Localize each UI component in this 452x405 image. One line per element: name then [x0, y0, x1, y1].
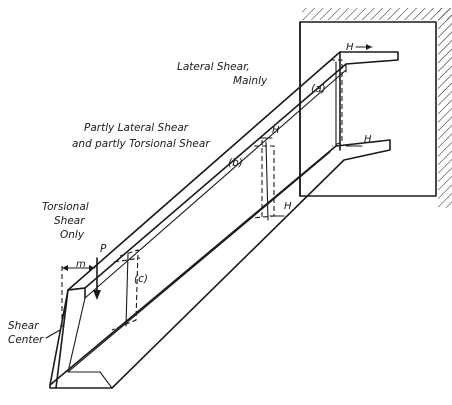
- shear-center-label-1: Shear: [8, 320, 39, 332]
- h-top-arrowhead: [366, 44, 372, 50]
- lateral-shear-label-1: Lateral Shear,: [177, 61, 250, 73]
- dim-m-arrow-right: [89, 265, 95, 271]
- bottom-flange: [49, 139, 391, 389]
- bottom-flange-inner: [67, 151, 331, 373]
- h-top-label: H: [346, 42, 354, 53]
- wall-hatching-side: [438, 8, 452, 208]
- section-c-top: [113, 257, 141, 263]
- shear-forces: H H H H: [259, 42, 373, 217]
- dim-m-arrow-left: [62, 265, 68, 271]
- shear-center-label-2: Center: [8, 334, 44, 346]
- section-b-deformed: [251, 145, 275, 219]
- load-arrowhead: [93, 290, 101, 300]
- load-p: P m: [61, 243, 107, 330]
- load-p-label: P: [100, 243, 107, 255]
- dim-m-label: m: [76, 259, 86, 270]
- annotations: Lateral Shear, Mainly Partly Lateral She…: [8, 61, 268, 346]
- free-end-web: [55, 289, 69, 389]
- bottom-flange-tip-side: [99, 371, 113, 389]
- free-end-top: [67, 287, 86, 299]
- section-a-deformed: [330, 59, 343, 147]
- h-mid-label: H: [272, 125, 280, 136]
- torsional-label-3: Only: [60, 229, 85, 241]
- partly-shear-label-2: and partly Torsional Shear: [72, 138, 210, 150]
- section-b-web: [265, 141, 269, 221]
- section-a-label: (a): [311, 83, 326, 95]
- wall-support: [299, 8, 452, 208]
- h-lower-label: H: [284, 201, 292, 212]
- top-flange: [67, 51, 399, 291]
- section-c-web: [125, 253, 129, 327]
- partly-shear-label-1: Partly Lateral Shear: [84, 122, 189, 134]
- section-c-deformed: [111, 249, 139, 331]
- section-c: (c): [111, 249, 148, 331]
- section-a: (a): [311, 59, 343, 147]
- free-end-inner: [67, 297, 86, 373]
- lateral-shear-label-2: Mainly: [233, 75, 268, 87]
- wall-hatching: [302, 8, 452, 20]
- web-edge-tip: [49, 289, 69, 386]
- shear-center-leader: [45, 329, 61, 339]
- torsional-label-1: Torsional: [42, 201, 89, 213]
- section-c-label: (c): [134, 273, 148, 285]
- channel-beam: [49, 51, 399, 389]
- web-upper-line: [84, 69, 347, 299]
- section-b: (b): [228, 140, 275, 221]
- torsional-label-2: Shear: [54, 215, 85, 227]
- section-b-label: (b): [228, 157, 243, 169]
- h-right-label: H: [364, 134, 372, 145]
